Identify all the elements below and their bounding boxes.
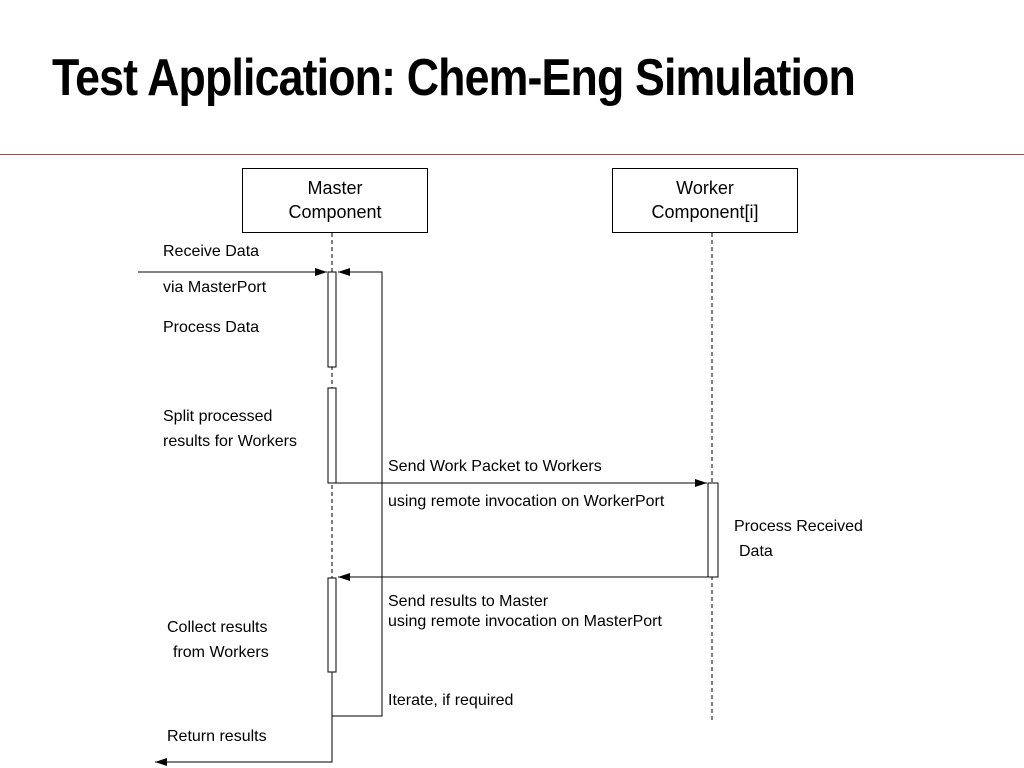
master-component-box: Master Component	[242, 168, 428, 233]
master-activation-split	[327, 387, 337, 484]
note-split-line2: results for Workers	[163, 433, 297, 450]
master-box-line1: Master	[307, 178, 363, 198]
master-box-line2: Component	[288, 202, 382, 222]
msg-iterate: Iterate, if required	[388, 692, 514, 709]
return-results-arrow	[155, 672, 333, 766]
worker-box-line1: Worker	[676, 178, 734, 198]
note-return-results: Return results	[167, 728, 267, 745]
note-collect-line2: from Workers	[173, 644, 269, 661]
note-receive-data: Receive Data	[163, 243, 260, 260]
msg-send-work-line1: Send Work Packet to Workers	[388, 458, 602, 475]
note-via-masterport: via MasterPort	[163, 279, 267, 296]
master-activation-collect	[327, 577, 337, 673]
note-split-line1: Split processed	[163, 408, 273, 425]
worker-box-line2: Component[i]	[651, 202, 759, 222]
note-worker-process-line2: Data	[739, 543, 773, 560]
note-collect-line1: Collect results	[167, 619, 268, 636]
iterate-loop	[332, 268, 383, 717]
note-process-data: Process Data	[163, 319, 260, 336]
worker-component-box: Worker Component[i]	[612, 168, 798, 233]
msg-send-results-line2: using remote invocation on MasterPort	[388, 613, 662, 630]
msg-send-work-line2: using remote invocation on WorkerPort	[388, 493, 665, 510]
title-divider	[0, 154, 1024, 155]
msg-send-results-line1: Send results to Master	[388, 593, 549, 610]
worker-activation	[707, 482, 719, 578]
slide-title: Test Application: Chem-Eng Simulation	[52, 49, 856, 107]
master-activation-receive	[327, 271, 337, 368]
note-worker-process-line1: Process Received	[734, 518, 863, 535]
